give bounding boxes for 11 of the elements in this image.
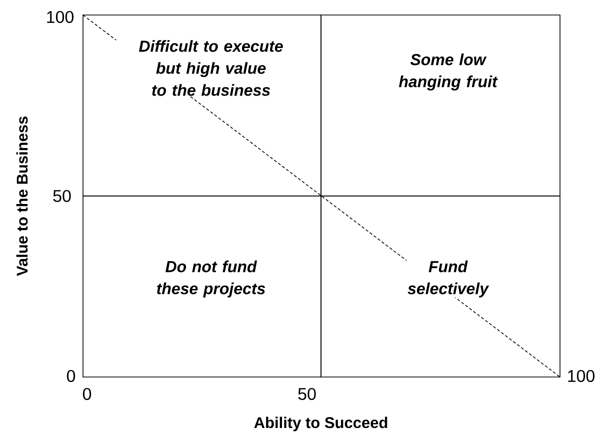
- quadrant-box: Do not fund these projects: [82, 196, 322, 378]
- axis-title: Value to the Business: [16, 116, 28, 276]
- tick-label: 50: [298, 388, 316, 400]
- tick-label: 0: [66, 370, 76, 382]
- quadrant-box: Some low hanging fruit: [320, 14, 560, 196]
- tick-label: 50: [53, 190, 71, 202]
- tick-label: 100: [568, 370, 595, 382]
- quadrant-box: Difficult to execute but high value to the business: [82, 14, 322, 196]
- quadrant-box: Fund selectively: [320, 196, 560, 378]
- tick-label: 100: [47, 10, 74, 24]
- axis-title: Ability to Succeed: [254, 416, 388, 432]
